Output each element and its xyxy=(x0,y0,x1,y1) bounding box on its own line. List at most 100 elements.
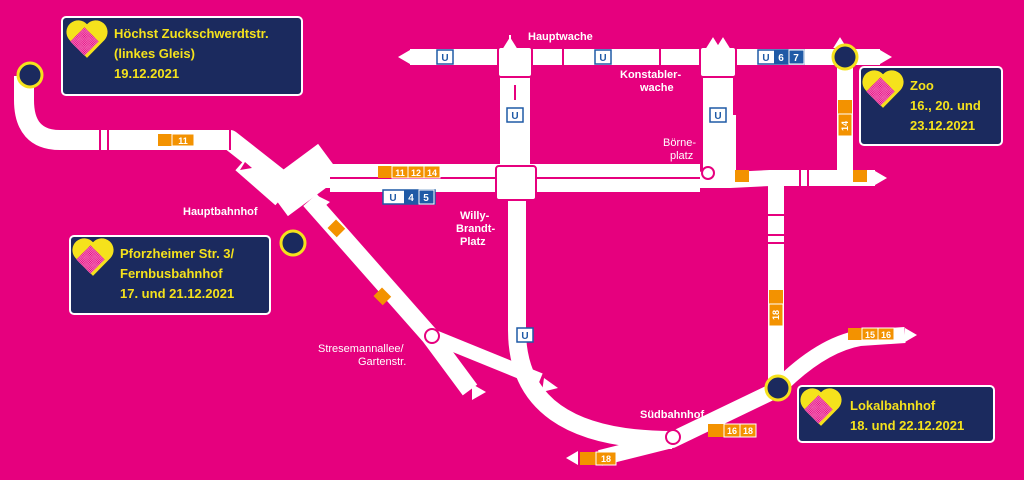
callout-pforzheimer: Pforzheimer Str. 3/ Fernbusbahnhof 17. u… xyxy=(69,235,271,315)
tram-18-sign-south: 18 xyxy=(580,451,617,466)
station-labels: Hauptwache Konstabler- wache Hauptbahnho… xyxy=(183,31,704,421)
svg-text:18: 18 xyxy=(743,426,753,436)
svg-text:17. und 21.12.2021: 17. und 21.12.2021 xyxy=(120,286,234,301)
label-boerne-2: platz xyxy=(670,150,693,162)
svg-text:19.12.2021: 19.12.2021 xyxy=(114,66,179,81)
tram-signs: 11 11 12 14 14 18 15 16 xyxy=(158,100,895,466)
u-bahn-icon: U xyxy=(516,327,534,343)
svg-text:U: U xyxy=(714,111,721,122)
tram-icon xyxy=(327,219,346,238)
arrow-right-icon xyxy=(880,50,892,64)
u-bahn-icon: U xyxy=(436,49,454,65)
label-willy-1: Willy- xyxy=(460,210,490,222)
label-hauptbahnhof: Hauptbahnhof xyxy=(183,206,258,218)
svg-text:11: 11 xyxy=(395,168,405,178)
stop-hoechst xyxy=(16,61,44,89)
svg-text:7: 7 xyxy=(793,53,799,64)
label-konstabler-1: Konstabler- xyxy=(620,69,681,81)
tram-18-sign: 18 xyxy=(768,290,784,327)
track-hbf xyxy=(264,143,342,217)
label-boerne-1: Börne- xyxy=(663,137,696,149)
arrow-right-icon xyxy=(542,378,558,392)
svg-text:U: U xyxy=(441,53,448,64)
tram-11-sign: 11 xyxy=(158,133,195,147)
svg-text:16., 20. und: 16., 20. und xyxy=(910,98,981,113)
svg-text:U: U xyxy=(511,111,518,122)
svg-text:U: U xyxy=(599,53,606,64)
u-bahn-icon: U xyxy=(709,107,727,123)
tram-icon xyxy=(853,170,867,182)
svg-text:Zoo: Zoo xyxy=(910,78,934,93)
arrow-left-icon xyxy=(566,451,578,465)
label-suedbahnhof: Südbahnhof xyxy=(640,409,704,421)
svg-text:Lokalbahnhof: Lokalbahnhof xyxy=(850,398,936,413)
tram-icon xyxy=(373,287,392,306)
arrow-right-icon xyxy=(875,171,887,185)
track-stresemann-spur xyxy=(429,329,543,387)
svg-text:Pforzheimer Str. 3/: Pforzheimer Str. 3/ xyxy=(120,246,235,261)
svg-text:23.12.2021: 23.12.2021 xyxy=(910,118,975,133)
svg-text:11: 11 xyxy=(178,136,188,146)
stop-lokalbahnhof xyxy=(764,374,792,402)
svg-text:4: 4 xyxy=(408,193,414,204)
svg-text:18: 18 xyxy=(771,310,781,320)
callout-hoechst: Höchst Zuckschwerdtstr. (linkes Gleis) 1… xyxy=(61,16,303,96)
tram-icon xyxy=(735,170,749,182)
label-konstabler-2: wache xyxy=(639,82,674,94)
svg-text:18: 18 xyxy=(601,454,611,464)
stop-suedbahnhof xyxy=(665,429,681,445)
svg-text:12: 12 xyxy=(411,168,421,178)
stop-stresemann xyxy=(424,328,440,344)
svg-text:Fernbusbahnhof: Fernbusbahnhof xyxy=(120,266,223,281)
arrow-up-icon xyxy=(240,162,252,170)
label-stresemann-2: Gartenstr. xyxy=(358,356,406,368)
tram-14-sign: 14 xyxy=(837,100,853,137)
arrow-left-icon xyxy=(398,50,410,64)
tram-15-16-sign: 15 16 xyxy=(848,327,895,341)
svg-text:14: 14 xyxy=(427,168,437,178)
label-hauptwache: Hauptwache xyxy=(528,31,593,43)
svg-text:15: 15 xyxy=(865,330,875,340)
callout-zoo: Zoo 16., 20. und 23.12.2021 xyxy=(859,66,1003,146)
svg-text:18. und 22.12.2021: 18. und 22.12.2021 xyxy=(850,418,964,433)
stops-white xyxy=(424,166,715,445)
building-icon xyxy=(503,35,517,48)
arrow-right-icon xyxy=(905,328,917,342)
heart-grid-icon xyxy=(66,20,108,58)
stop-boerneplatz xyxy=(701,166,715,180)
label-willy-2: Brandt- xyxy=(456,223,495,235)
ubahn-signs: U U U 6 7 U U U 4 5 xyxy=(382,49,805,343)
callout-lokalbahnhof: Lokalbahnhof 18. und 22.12.2021 xyxy=(797,385,995,443)
svg-text:14: 14 xyxy=(840,121,850,131)
svg-text:U: U xyxy=(762,53,769,64)
svg-text:6: 6 xyxy=(778,53,784,64)
arrow-left-icon xyxy=(318,196,330,210)
building-konstabler xyxy=(699,46,737,78)
stop-zoo xyxy=(831,43,859,71)
u-bahn-icon: U xyxy=(594,49,612,65)
arrows xyxy=(240,50,917,465)
track-separators xyxy=(99,49,809,244)
tram-16-18-sign: 16 18 xyxy=(708,423,757,438)
stops-highlight xyxy=(16,43,859,402)
building-hauptwache xyxy=(497,46,533,78)
label-willy-3: Platz xyxy=(460,236,486,248)
building-willy xyxy=(495,165,537,201)
station-buildings xyxy=(495,35,847,201)
u-bahn-icon: U xyxy=(506,107,524,123)
track-hbf-sw xyxy=(235,159,285,206)
svg-text:(linkes Gleis): (linkes Gleis) xyxy=(114,46,195,61)
svg-text:16: 16 xyxy=(881,330,891,340)
track-south-curve xyxy=(508,195,673,449)
label-stresemann-1: Stresemannallee/ xyxy=(318,343,405,355)
building-icon xyxy=(706,37,730,48)
svg-text:U: U xyxy=(389,193,396,204)
svg-text:5: 5 xyxy=(423,193,429,204)
svg-text:Höchst Zuckschwerdtstr.: Höchst Zuckschwerdtstr. xyxy=(114,26,269,41)
svg-text:16: 16 xyxy=(727,426,737,436)
tram-11-12-14-sign: 11 12 14 xyxy=(378,165,441,179)
u-bahn-45-sign: U 4 5 xyxy=(382,189,436,205)
track-west xyxy=(14,76,307,203)
stop-pforzheimer xyxy=(279,229,307,257)
